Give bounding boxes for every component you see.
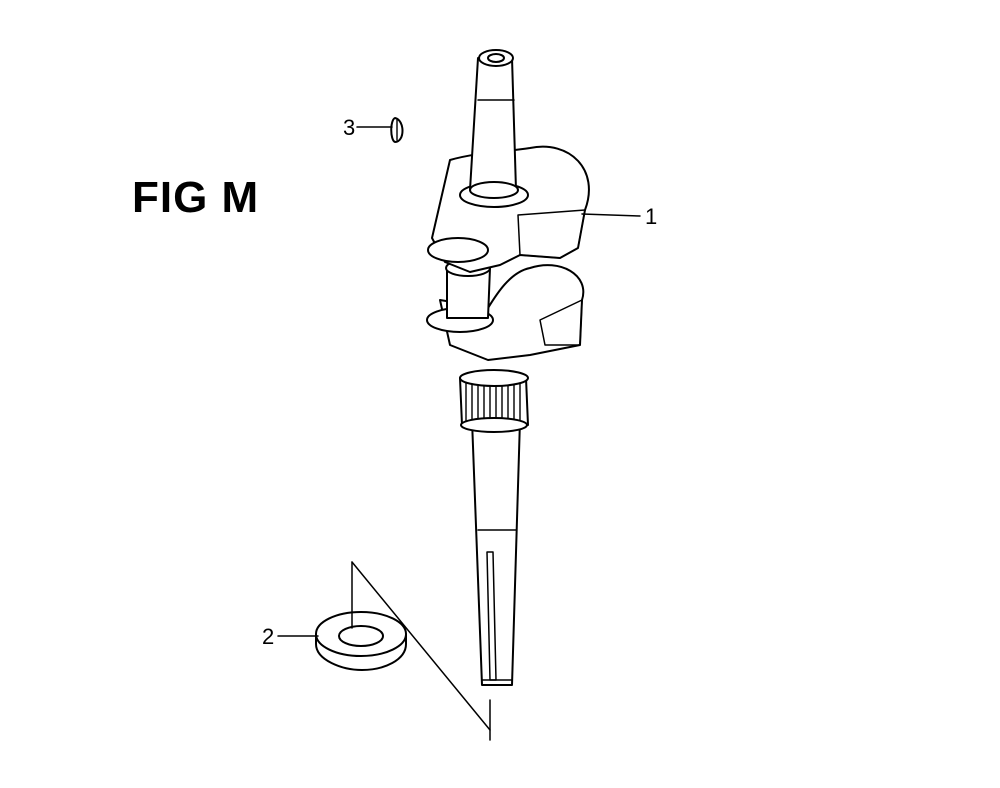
timing-gear xyxy=(459,369,529,433)
callout-2-label: 2 xyxy=(262,624,274,649)
callout-3-label: 3 xyxy=(343,115,355,140)
washer xyxy=(315,611,407,671)
crankshaft xyxy=(426,49,590,686)
crankshaft-lower-shaft xyxy=(471,419,521,686)
key xyxy=(390,117,404,143)
callout-leaders xyxy=(277,126,641,637)
assembly-lines xyxy=(351,561,491,741)
crankshaft-upper-taper xyxy=(469,57,517,191)
callout-1-label: 1 xyxy=(645,204,657,229)
figure-title: FIG M xyxy=(132,173,260,222)
